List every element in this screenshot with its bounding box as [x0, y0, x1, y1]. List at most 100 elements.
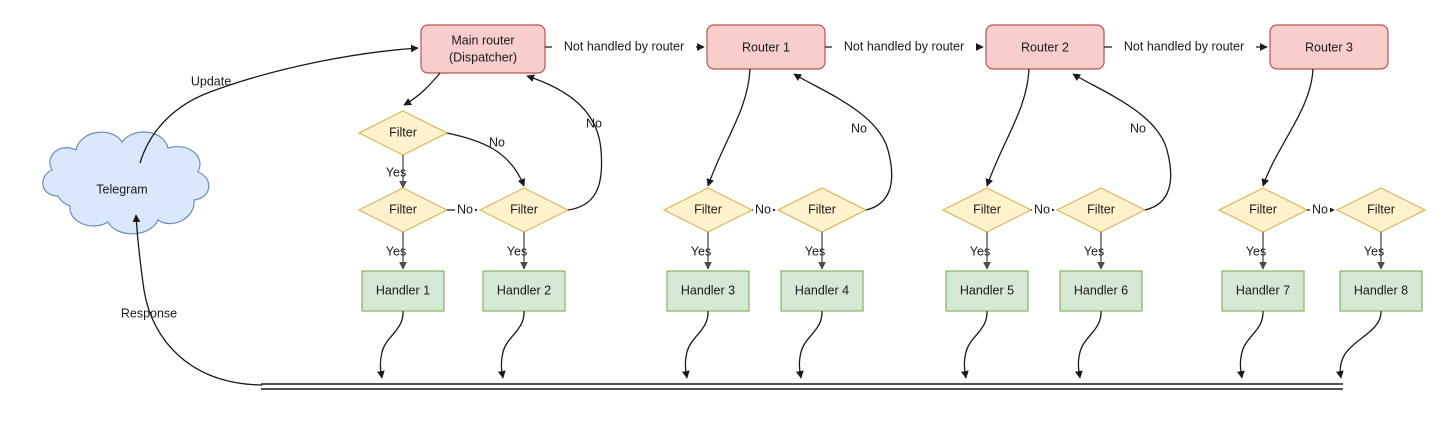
no-label-3: No: [586, 116, 602, 130]
edge-router3-to-filter-h: [1261, 68, 1314, 187]
filter-c-label: Filter: [510, 202, 538, 216]
no-label-4: No: [755, 202, 771, 216]
edge-handler-4-to-bus: [795, 310, 823, 379]
no-label-bg-4: [753, 202, 773, 217]
edge-handler-7-to-bus: [1236, 310, 1264, 379]
router-1-node[interactable]: Router 1: [706, 24, 826, 70]
edge-handler-1-to-bus: [376, 310, 404, 379]
no-label-bg-2: [455, 202, 475, 217]
handler-3-box: [666, 270, 750, 312]
handler-5-node[interactable]: Handler 5: [945, 270, 1029, 312]
main-router-node[interactable]: Main router (Dispatcher): [420, 24, 546, 74]
router-2-label: Router 2: [1021, 40, 1069, 54]
telegram-cloud-node[interactable]: Telegram: [42, 131, 210, 235]
no-label-bg-6: [1032, 202, 1052, 217]
not-handled-label-2: Not handled by router: [844, 39, 964, 53]
filter-b-label: Filter: [389, 202, 417, 216]
filter-g-node[interactable]: Filter: [1055, 187, 1147, 233]
filter-i-label: Filter: [1367, 202, 1395, 216]
yes-label-3: Yes: [507, 244, 527, 258]
no-label-7: No: [1130, 121, 1146, 135]
filter-a-label: Filter: [389, 125, 417, 139]
label-bg-3: [1112, 39, 1256, 55]
edge-router1-to-filter-d: [706, 68, 751, 187]
filter-a-node[interactable]: Filter: [357, 110, 449, 156]
not-handled-label-1: Not handled by router: [564, 39, 684, 53]
yes-label-7: Yes: [1084, 244, 1104, 258]
filter-h-label: Filter: [1249, 202, 1277, 216]
no-label-1: No: [489, 135, 505, 149]
main-router-label-line1: Main router: [451, 33, 514, 47]
edge-filter-g-no-return: [1072, 73, 1172, 211]
handler-5-label: Handler 5: [960, 283, 1014, 297]
main-router-box: [420, 24, 546, 74]
router-1-label: Router 1: [742, 40, 790, 54]
handler-8-label: Handler 8: [1354, 283, 1408, 297]
main-router-label-line2: (Dispatcher): [449, 50, 517, 64]
handler-1-box: [361, 270, 445, 312]
edge-update: [139, 44, 419, 164]
handler-3-node[interactable]: Handler 3: [666, 270, 750, 312]
yes-label-9: Yes: [1364, 244, 1384, 258]
response-label: Response: [121, 306, 177, 320]
router-2-node[interactable]: Router 2: [985, 24, 1105, 70]
no-label-8: No: [1312, 202, 1328, 216]
filter-d-label: Filter: [694, 202, 722, 216]
yes-label-2: Yes: [386, 244, 406, 258]
handler-1-label: Handler 1: [376, 283, 430, 297]
handler-2-label: Handler 2: [497, 283, 551, 297]
handler-2-node[interactable]: Handler 2: [482, 270, 566, 312]
router-3-label: Router 3: [1305, 40, 1353, 54]
no-label-bg-8: [1310, 202, 1330, 217]
handler-2-box: [482, 270, 566, 312]
router-3-node[interactable]: Router 3: [1269, 24, 1389, 70]
filter-f-label: Filter: [973, 202, 1001, 216]
filter-c-node[interactable]: Filter: [478, 187, 570, 233]
edge-handler-3-to-bus: [681, 310, 709, 379]
label-bg-1: [552, 39, 696, 55]
filter-h-node[interactable]: Filter: [1217, 187, 1309, 233]
no-label-5: No: [851, 121, 867, 135]
handler-7-label: Handler 7: [1236, 283, 1290, 297]
handler-6-label: Handler 6: [1074, 283, 1128, 297]
edge-handler-8-to-bus: [1335, 310, 1382, 379]
not-handled-label-3: Not handled by router: [1124, 39, 1244, 53]
edge-response: [132, 214, 263, 386]
edge-filter-a-no: [446, 132, 526, 187]
yes-label-4: Yes: [691, 244, 711, 258]
yes-label-6: Yes: [970, 244, 990, 258]
edge-filter-e-no-return: [793, 73, 893, 211]
no-label-2: No: [457, 202, 473, 216]
router-3-box: [1269, 24, 1389, 70]
handler-3-label: Handler 3: [681, 283, 735, 297]
handler-4-node[interactable]: Handler 4: [780, 270, 864, 312]
label-bg-2: [832, 39, 976, 55]
no-label-6: No: [1034, 202, 1050, 216]
filter-e-node[interactable]: Filter: [776, 187, 868, 233]
filter-g-label: Filter: [1087, 202, 1115, 216]
telegram-label: Telegram: [96, 182, 147, 196]
edge-handler-5-to-bus: [960, 310, 988, 379]
edge-handler-6-to-bus: [1074, 310, 1102, 379]
edge-mainrouter-to-filter-a: [403, 72, 441, 106]
handler-8-box: [1339, 270, 1423, 312]
handler-7-node[interactable]: Handler 7: [1221, 270, 1305, 312]
handler-6-node[interactable]: Handler 6: [1059, 270, 1143, 312]
edge-filter-c-no-return: [526, 74, 603, 211]
filter-b-node[interactable]: Filter: [357, 187, 449, 233]
cloud-shape: [42, 131, 210, 235]
filter-f-node[interactable]: Filter: [941, 187, 1033, 233]
edge-handler-2-to-bus: [497, 310, 525, 379]
handler-4-box: [780, 270, 864, 312]
filter-i-node[interactable]: Filter: [1335, 187, 1427, 233]
handler-1-node[interactable]: Handler 1: [361, 270, 445, 312]
handler-8-node[interactable]: Handler 8: [1339, 270, 1423, 312]
yes-label-8: Yes: [1246, 244, 1266, 258]
handler-4-label: Handler 4: [795, 283, 849, 297]
handler-5-box: [945, 270, 1029, 312]
handler-6-box: [1059, 270, 1143, 312]
filter-d-node[interactable]: Filter: [662, 187, 754, 233]
edge-router2-to-filter-f: [985, 68, 1030, 187]
